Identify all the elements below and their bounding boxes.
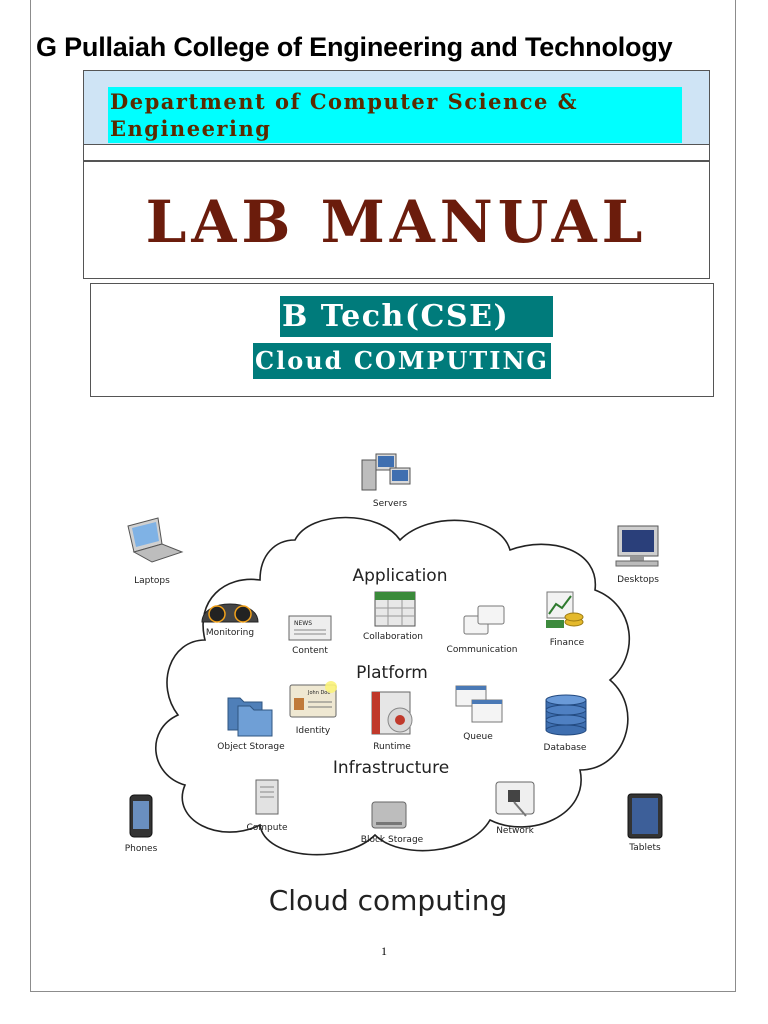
platform-layer-label: Platform (356, 663, 428, 683)
network-icon (495, 781, 535, 817)
program-highlight (280, 296, 553, 337)
monitoring-icon (201, 603, 259, 623)
runtime-icon (371, 691, 413, 735)
cloud-computing-diagram: Servers Laptops Desktops Phones Tablets … (125, 453, 663, 917)
page-number: 1 (381, 944, 387, 958)
college-name: G Pullaiah College of Engineering and Te… (36, 32, 673, 62)
identity-label: Identity (296, 726, 331, 736)
runtime-label: Runtime (373, 742, 411, 752)
finance-label: Finance (550, 638, 585, 648)
block-storage-label: Block Storage (361, 835, 424, 845)
content-icon-text: NEWS (294, 620, 312, 627)
subject-highlight (253, 343, 551, 379)
network-label: Network (496, 826, 534, 836)
application-layer-label: Application (353, 566, 448, 586)
identity-icon: John Doe (289, 681, 337, 718)
block-storage-icon (371, 801, 407, 829)
content-label: Content (292, 646, 328, 656)
compute-icon (255, 779, 279, 815)
collaboration-icon (374, 591, 416, 627)
compute-label: Compute (246, 823, 288, 833)
spacer-row (83, 144, 710, 161)
lab-manual-box: LAB MANUAL (83, 161, 710, 279)
diagram-caption: Cloud computing (269, 884, 507, 917)
department-name: Department of Computer Science & Enginee… (110, 89, 579, 141)
department-box: Department of Computer Science & Enginee… (83, 70, 710, 145)
phone-icon (129, 794, 153, 838)
course-box: B Tech(CSE) Cloud COMPUTING (90, 283, 714, 397)
collaboration-label: Collaboration (363, 632, 423, 642)
infrastructure-layer-label: Infrastructure (333, 758, 449, 778)
laptops-label: Laptops (134, 576, 170, 586)
queue-label: Queue (463, 732, 493, 742)
department-highlight (108, 87, 682, 143)
phones-label: Phones (125, 844, 158, 854)
communication-label: Communication (447, 645, 518, 655)
database-icon (545, 694, 587, 736)
servers-icon (361, 453, 411, 491)
tablet-icon (627, 793, 663, 839)
cloud-shape (155, 516, 631, 856)
identity-card-name: John Doe (307, 690, 330, 696)
tablets-label: Tablets (628, 843, 661, 853)
servers-label: Servers (373, 499, 408, 509)
monitoring-label: Monitoring (206, 628, 254, 638)
queue-icon (455, 685, 503, 723)
database-label: Database (544, 743, 587, 753)
desktops-label: Desktops (617, 575, 659, 585)
communication-icon (463, 605, 505, 635)
object-storage-label: Object Storage (217, 742, 285, 752)
subject-name: Cloud COMPUTING (255, 346, 549, 375)
page-border (30, 0, 736, 992)
object-storage-icon (227, 697, 273, 737)
finance-icon (546, 591, 584, 628)
lab-manual-title: LAB MANUAL (145, 188, 648, 256)
laptop-icon (127, 517, 184, 563)
content-icon: NEWS (288, 615, 332, 641)
desktop-icon (615, 525, 659, 567)
program-name: B Tech(CSE) (282, 299, 510, 334)
